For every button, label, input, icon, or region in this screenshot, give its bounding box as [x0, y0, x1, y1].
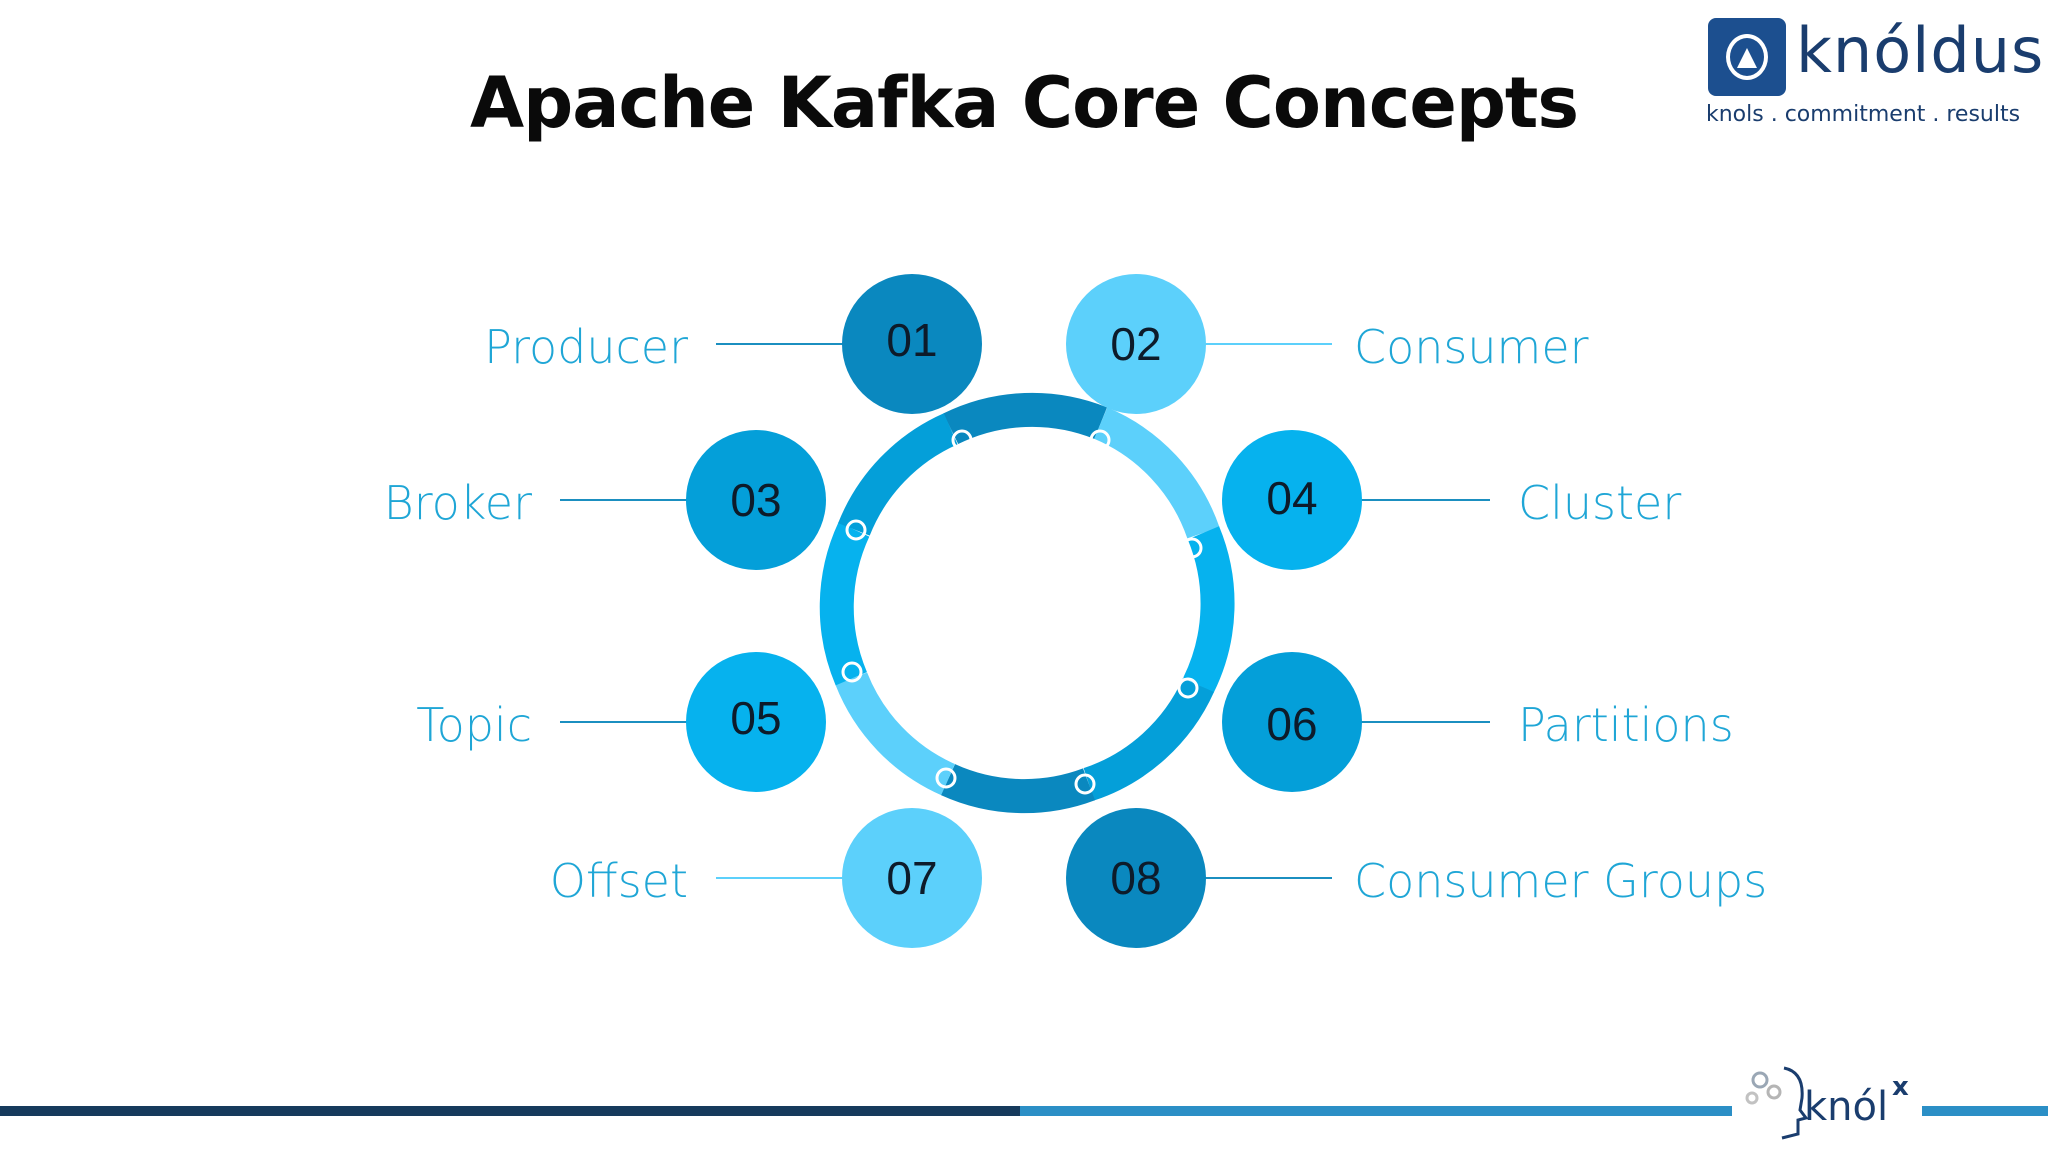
concept-number-03: 03 — [730, 474, 782, 526]
puzzle-joint — [1177, 677, 1199, 699]
logo-name: knóldus — [1796, 14, 2045, 87]
concept-circle-01 — [842, 274, 982, 414]
knolx-superscript: x — [1892, 1072, 1909, 1102]
knoldus-logo-icon — [1708, 18, 1786, 96]
concept-label-consumer-groups: Consumer Groups — [1354, 854, 1768, 908]
concept-number-06: 06 — [1266, 698, 1318, 750]
puzzle-ring — [819, 392, 1235, 814]
concept-label-cluster: Cluster — [1518, 476, 1682, 530]
concept-label-broker: Broker — [383, 476, 532, 530]
concept-label-topic: Topic — [416, 698, 532, 752]
concept-circle-07 — [842, 808, 982, 948]
slide-title: Apache Kafka Core Concepts — [469, 62, 1579, 144]
ring-segment-6 — [835, 672, 956, 796]
concept-label-producer: Producer — [484, 320, 688, 374]
ring-segment-4 — [1083, 677, 1215, 801]
concept-number-02: 02 — [1110, 318, 1162, 370]
ring-segment-8 — [838, 413, 958, 537]
logo-tagline: knols . commitment . results — [1706, 102, 2021, 127]
puzzle-joint — [951, 429, 973, 451]
concept-circle-02 — [1066, 274, 1206, 414]
concept-label-partitions: Partitions — [1518, 698, 1734, 752]
ring-segment-1 — [943, 392, 1108, 445]
concept-number-05: 05 — [730, 692, 782, 744]
concept-circle-05 — [686, 652, 826, 792]
puzzle-joint — [841, 661, 863, 683]
footer-bar-dark — [0, 1106, 1020, 1116]
concept-number-08: 08 — [1110, 852, 1162, 904]
ring-segment-7 — [819, 522, 870, 686]
concept-circle-06 — [1222, 652, 1362, 792]
puzzle-joint — [1181, 537, 1203, 559]
footer-bar-light — [1020, 1106, 2048, 1116]
puzzle-joint — [1074, 773, 1096, 795]
ring-segment-2 — [1093, 407, 1220, 539]
concept-circle-08 — [1066, 808, 1206, 948]
ring-segment-3 — [1183, 526, 1235, 693]
knolx-name: knól — [1804, 1084, 1889, 1130]
concept-circle-04 — [1222, 430, 1362, 570]
puzzle-joint — [1089, 429, 1111, 451]
knoldus-logo: knóldus knols . commitment . results — [1704, 14, 2043, 127]
concept-label-offset: Offset — [549, 854, 688, 908]
puzzle-joints — [841, 429, 1203, 795]
concept-number-04: 04 — [1266, 472, 1318, 524]
head-gears-icon — [1745, 1066, 1808, 1140]
ring-segment-5 — [940, 763, 1095, 814]
knolx-logo: knól x — [1732, 1052, 1922, 1152]
concept-label-consumer: Consumer — [1354, 320, 1589, 374]
puzzle-joint — [845, 519, 867, 541]
concept-number-07: 07 — [886, 852, 938, 904]
concept-circle-03 — [686, 430, 826, 570]
concept-number-01: 01 — [886, 314, 938, 366]
puzzle-joint — [935, 767, 957, 789]
